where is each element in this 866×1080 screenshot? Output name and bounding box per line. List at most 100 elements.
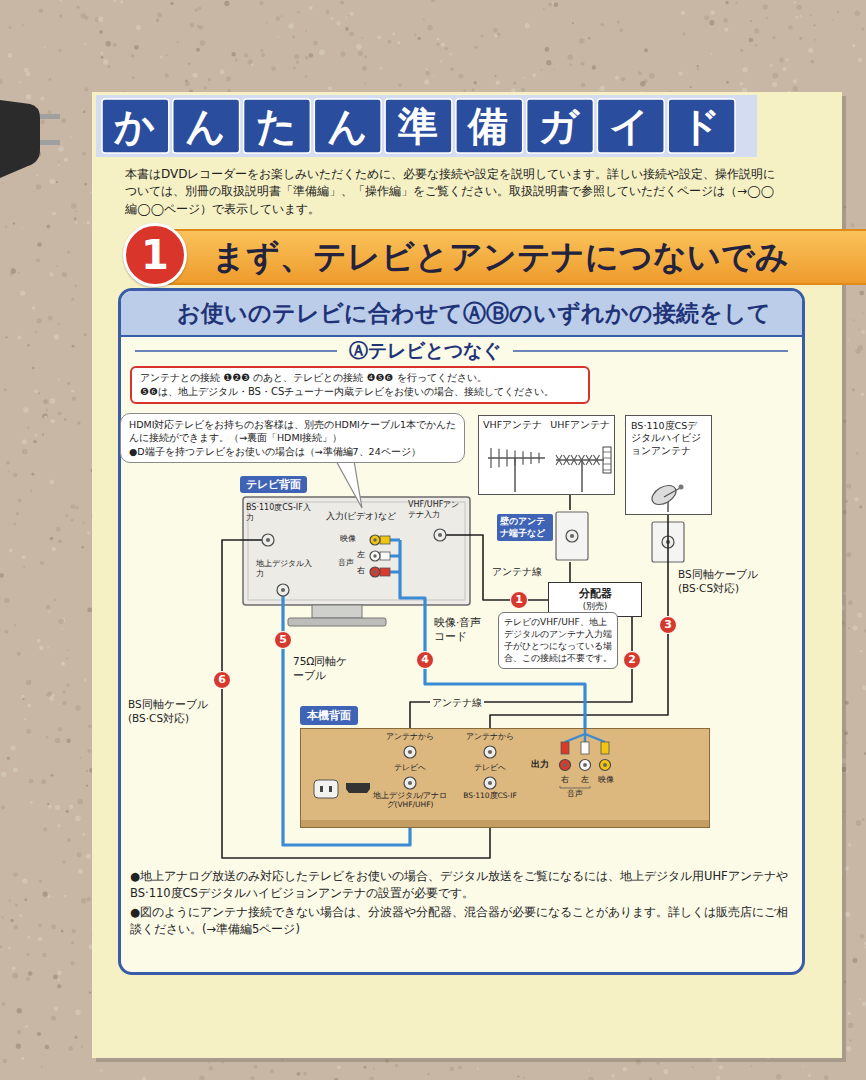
carpet-fiber	[350, 12, 354, 16]
carpet-fiber	[601, 23, 604, 26]
carpet-fiber	[58, 378, 60, 380]
carpet-fiber	[37, 639, 41, 643]
carpet-fiber	[855, 11, 860, 16]
carpet-fiber	[35, 434, 38, 437]
carpet-fiber	[84, 222, 86, 224]
carpet-fiber	[281, 15, 283, 17]
carpet-fiber	[690, 86, 692, 88]
carpet-fiber	[61, 662, 65, 666]
carpet-fiber	[754, 28, 759, 33]
carpet-fiber	[848, 628, 850, 630]
carpet-fiber	[795, 16, 798, 19]
carpet-fiber	[277, 36, 279, 38]
carpet-fiber	[786, 58, 789, 61]
carpet-fiber	[617, 21, 620, 24]
carpet-fiber	[54, 1007, 58, 1011]
carpet-fiber	[436, 43, 439, 46]
carpet-fiber	[38, 924, 41, 927]
carpet-fiber	[75, 506, 78, 509]
carpet-fiber	[864, 942, 866, 945]
carpet-fiber	[724, 28, 728, 32]
carpet-fiber	[24, 718, 26, 720]
carpet-fiber	[90, 191, 92, 193]
carpet-fiber	[67, 382, 70, 385]
carpet-fiber	[305, 75, 307, 77]
carpet-fiber	[177, 41, 179, 43]
carpet-fiber	[588, 1077, 593, 1080]
carpet-fiber	[47, 647, 49, 649]
carpet-fiber	[120, 0, 124, 4]
carpet-fiber	[426, 68, 428, 70]
carpet-fiber	[679, 71, 683, 75]
carpet-fiber	[48, 691, 52, 695]
carpet-fiber	[193, 73, 198, 78]
carpet-fiber	[89, 992, 91, 994]
carpet-fiber	[5, 226, 7, 228]
carpet-fiber	[592, 65, 596, 69]
carpet-fiber	[12, 967, 16, 971]
carpet-fiber	[51, 1016, 56, 1021]
carpet-fiber	[848, 1023, 853, 1028]
carpet-fiber	[17, 1030, 21, 1034]
carpet-fiber	[523, 1077, 525, 1079]
carpet-fiber	[86, 221, 90, 225]
carpet-fiber	[26, 94, 31, 99]
carpet-fiber	[49, 696, 54, 701]
carpet-fiber	[49, 479, 54, 484]
carpet-fiber	[681, 11, 686, 16]
carpet-fiber	[37, 1032, 41, 1036]
carpet-fiber	[288, 23, 294, 29]
carpet-fiber	[105, 41, 110, 46]
carpet-fiber	[24, 68, 28, 72]
carpet-fiber	[56, 181, 58, 183]
carpet-fiber	[532, 73, 536, 77]
carpet-fiber	[27, 953, 30, 956]
carpet-fiber	[136, 25, 141, 30]
carpet-fiber	[581, 61, 585, 65]
carpet-fiber	[44, 416, 47, 419]
carpet-fiber	[545, 47, 550, 52]
carpet-fiber	[340, 51, 345, 56]
carpet-fiber	[71, 203, 76, 208]
carpet-fiber	[75, 210, 77, 212]
carpet-fiber	[87, 531, 90, 534]
carpet-fiber	[39, 880, 42, 883]
carpet-fiber	[29, 680, 31, 682]
carpet-fiber	[548, 2, 552, 6]
carpet-fiber	[480, 35, 483, 38]
carpet-fiber	[39, 9, 43, 13]
carpet-fiber	[496, 80, 501, 85]
carpet-fiber	[611, 1074, 615, 1078]
carpet-fiber	[319, 49, 325, 55]
carpet-fiber	[132, 76, 135, 79]
carpet-fiber	[427, 25, 432, 30]
carpet-fiber	[66, 657, 68, 659]
carpet-fiber	[345, 27, 349, 31]
carpet-fiber	[305, 30, 307, 32]
carpet-fiber	[166, 54, 168, 56]
carpet-fiber	[71, 519, 74, 522]
carpet-fiber	[35, 331, 37, 333]
carpet-fiber	[303, 1072, 307, 1076]
carpet-fiber	[78, 869, 83, 874]
carpet-fiber	[69, 804, 74, 809]
carpet-fiber	[66, 683, 69, 686]
carpet-fiber	[779, 58, 784, 63]
carpet-fiber	[570, 64, 572, 66]
carpet-fiber	[57, 824, 61, 828]
carpet-fiber	[458, 1066, 462, 1070]
carpet-fiber	[100, 1069, 102, 1071]
carpet-fiber	[86, 897, 91, 902]
carpet-fiber	[297, 11, 299, 13]
carpet-fiber	[16, 512, 19, 515]
carpet-fiber	[58, 411, 62, 415]
carpet-fiber	[47, 895, 50, 898]
carpet-fiber	[86, 784, 88, 786]
carpet-fiber	[742, 67, 747, 72]
carpet-fiber	[220, 69, 225, 74]
carpet-fiber	[12, 973, 18, 979]
carpet-fiber	[44, 399, 49, 404]
carpet-fiber	[0, 945, 2, 949]
carpet-fiber	[862, 313, 864, 315]
carpet-fiber	[638, 71, 642, 75]
